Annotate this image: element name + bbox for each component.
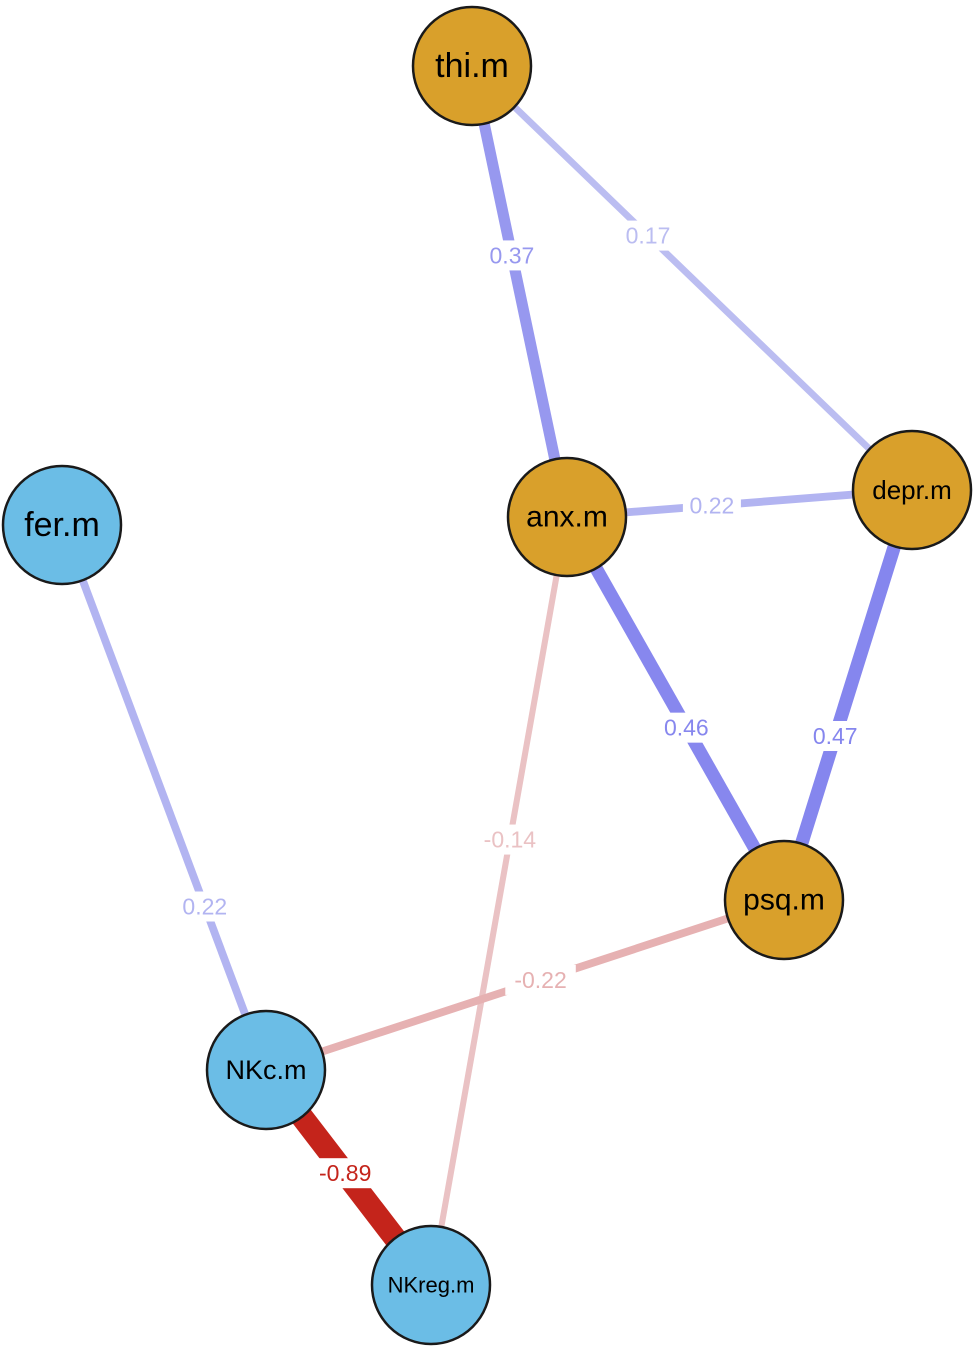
node-circle — [506, 456, 628, 578]
node-circle — [411, 5, 533, 127]
edge-fer-nkc — [58, 523, 270, 1072]
edge-thi-anx — [466, 64, 573, 519]
edge-weight-label: -0.14 — [484, 827, 537, 853]
edge-label-thi-anx: 0.37 — [482, 240, 541, 271]
edge-label-anx-depr: 0.22 — [682, 490, 741, 521]
edge-labels-layer: 0.37 0.17 0.22 0.46 0.47 0.22 -0.14 -0.22 -0.89 — [175, 220, 865, 1189]
edge-label-psq-nkc: -0.22 — [505, 964, 576, 995]
edge-label-background — [309, 1158, 381, 1189]
node-fer: fer.m — [1, 464, 123, 586]
edge-weight-label: 0.17 — [626, 223, 671, 249]
edge-weight-label: 0.46 — [664, 715, 709, 741]
node-depr: depr.m — [851, 429, 973, 551]
edge-label-background — [175, 891, 234, 922]
edge-anx-psq — [561, 513, 790, 904]
node-circle — [851, 429, 973, 551]
edge-label-anx-psq: 0.46 — [657, 712, 716, 743]
edge-depr-psq — [777, 488, 919, 902]
edge-weight-label: 0.47 — [813, 723, 858, 749]
edge-label-nkc-nkreg: -0.89 — [309, 1158, 381, 1189]
edge-weight-label: -0.89 — [319, 1160, 371, 1186]
node-circle — [370, 1224, 492, 1346]
node-nkreg: NKreg.m — [370, 1224, 492, 1346]
edge-label-background — [505, 964, 576, 995]
node-label: depr.m — [872, 475, 952, 505]
node-circle — [723, 839, 845, 961]
node-label: NKreg.m — [388, 1273, 475, 1298]
node-label: psq.m — [743, 884, 825, 917]
node-label: NKc.m — [226, 1055, 307, 1085]
edge-label-background — [482, 240, 541, 271]
node-circle — [1, 464, 123, 586]
node-label: anx.m — [526, 501, 608, 534]
edge-weight-label: 0.22 — [690, 493, 735, 519]
edge-weight-label: 0.22 — [182, 894, 227, 920]
edge-label-depr-psq: 0.47 — [806, 721, 865, 751]
edge-weight-label: 0.37 — [490, 242, 535, 268]
edge-label-anx-nkreg: -0.14 — [474, 824, 546, 855]
edge-weight-label: -0.22 — [514, 967, 566, 993]
node-label: fer.m — [24, 506, 100, 544]
edge-label-background — [682, 490, 741, 521]
edge-label-background — [474, 824, 546, 855]
edge-thi-depr — [469, 63, 915, 493]
node-psq: psq.m — [723, 839, 845, 961]
node-label: thi.m — [435, 47, 509, 85]
edge-label-thi-depr: 0.17 — [619, 220, 677, 251]
edge-label-background — [619, 220, 677, 251]
edge-label-background — [657, 712, 716, 743]
edge-anx-nkreg — [428, 516, 570, 1286]
edge-label-background — [806, 721, 865, 751]
node-nkc: NKc.m — [205, 1009, 327, 1131]
node-circle — [205, 1009, 327, 1131]
node-anx: anx.m — [506, 456, 628, 578]
edge-label-fer-nkc: 0.22 — [175, 891, 234, 922]
node-thi: thi.m — [411, 5, 533, 127]
